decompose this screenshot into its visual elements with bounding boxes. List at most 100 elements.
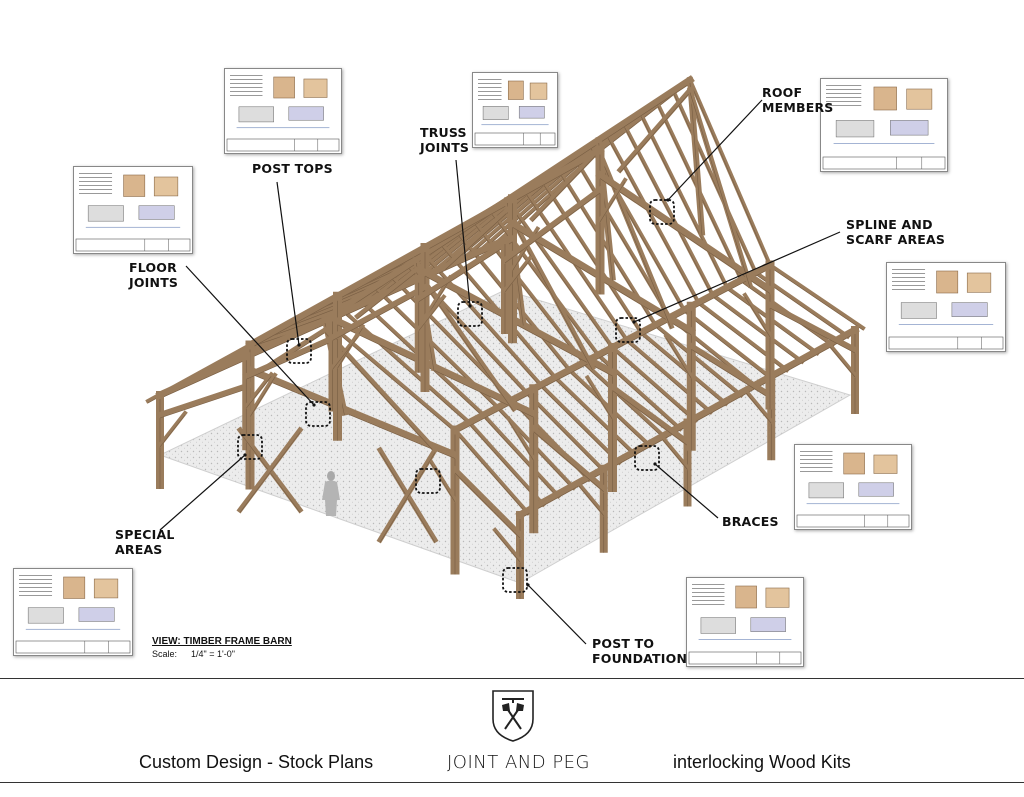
brace bbox=[415, 293, 447, 332]
x-brace bbox=[236, 426, 304, 514]
joint-marker bbox=[502, 567, 528, 593]
sheet-text-line bbox=[800, 467, 833, 468]
timber-member-edge bbox=[612, 390, 688, 446]
leader-line bbox=[667, 99, 763, 201]
sheet-spline-scarf bbox=[886, 262, 1006, 352]
timber-member-edge bbox=[540, 180, 642, 335]
sheet-title-block bbox=[688, 651, 802, 665]
leader-line bbox=[276, 181, 300, 346]
rafter bbox=[681, 307, 775, 382]
sheet-detail-block bbox=[153, 176, 179, 197]
sheet-text-line bbox=[892, 289, 926, 290]
timber-member-edge bbox=[619, 92, 691, 173]
sheet-detail-block bbox=[900, 302, 937, 319]
timber-member-edge bbox=[578, 485, 604, 516]
sheet-text-line bbox=[19, 583, 53, 584]
rafter bbox=[421, 251, 544, 388]
joint-marker bbox=[634, 445, 660, 471]
drawing-sheet-icon bbox=[888, 269, 1004, 350]
brace bbox=[827, 342, 858, 378]
rafter bbox=[609, 344, 699, 424]
joint-marker bbox=[615, 317, 641, 343]
sheet-text-line bbox=[478, 87, 502, 88]
sheet-truss-joints bbox=[472, 72, 558, 148]
view-title: VIEW: TIMBER FRAME BARN bbox=[152, 636, 292, 647]
leader-line bbox=[633, 231, 841, 323]
sheet-roof-members bbox=[820, 78, 948, 172]
rafter bbox=[552, 374, 638, 457]
sheet-text-line bbox=[800, 455, 833, 456]
leader-arrowhead bbox=[468, 304, 472, 308]
footer-brand-name: JOINT AND PEG bbox=[447, 752, 591, 773]
sheet-text-line bbox=[230, 79, 263, 80]
callout-special-areas: SPECIAL AREAS bbox=[115, 527, 175, 557]
timber-member-edge bbox=[357, 272, 417, 319]
rafter bbox=[452, 427, 531, 516]
sheet-detail-block bbox=[93, 578, 119, 599]
sheet-detail-block bbox=[529, 82, 548, 100]
leader-arrowhead bbox=[632, 320, 636, 324]
sheet-detail-block bbox=[966, 272, 992, 293]
scale-label: Scale: bbox=[152, 649, 178, 659]
joint-and-peg-shield-logo bbox=[492, 690, 534, 742]
drawing-sheet-icon bbox=[796, 451, 910, 528]
timber-member-edge bbox=[483, 416, 559, 499]
brace bbox=[157, 410, 188, 448]
drawing-sheet-icon bbox=[15, 575, 131, 654]
timber-member-edge bbox=[689, 82, 703, 236]
sheet-text-line bbox=[19, 595, 53, 596]
girt bbox=[500, 185, 605, 265]
callout-line: TRUSS bbox=[420, 125, 467, 140]
sheet-detail-block bbox=[858, 482, 894, 497]
truss-strut bbox=[686, 86, 754, 289]
timber-member-edge bbox=[418, 298, 444, 331]
sheet-detail-block bbox=[507, 80, 524, 100]
truss-strut bbox=[528, 146, 603, 223]
sheet-text-line bbox=[230, 83, 263, 84]
sheet-title-block bbox=[888, 336, 1004, 350]
brace bbox=[743, 388, 775, 425]
rafter bbox=[537, 175, 644, 336]
brace bbox=[742, 292, 773, 338]
rafter bbox=[638, 329, 729, 407]
sheet-detail-block bbox=[835, 120, 875, 138]
sheet-text-line bbox=[478, 99, 502, 100]
timber-member-edge bbox=[665, 338, 692, 379]
callout-line: BRACES bbox=[722, 514, 779, 529]
timber-member-edge bbox=[508, 420, 535, 461]
sheet-detail-block bbox=[735, 585, 757, 609]
brace bbox=[575, 480, 607, 517]
drawing-sheet-icon bbox=[75, 173, 191, 252]
timber-member-edge bbox=[337, 324, 534, 418]
timber-member-edge bbox=[533, 431, 604, 492]
timber-member-edge bbox=[494, 531, 521, 563]
girt bbox=[608, 383, 692, 447]
timber-member-edge bbox=[523, 190, 628, 343]
callout-roof-members: ROOF MEMBERS bbox=[762, 85, 834, 115]
sheet-text-line bbox=[19, 575, 53, 576]
brace bbox=[492, 527, 523, 563]
rafter bbox=[411, 191, 524, 285]
sheet-text-line bbox=[800, 463, 833, 464]
timber-member-edge bbox=[540, 386, 620, 465]
sheet-text-line bbox=[800, 451, 833, 452]
timber-member-edge bbox=[504, 192, 601, 264]
sheet-detail-block bbox=[936, 270, 959, 294]
timber-member-edge bbox=[639, 114, 728, 290]
rafter bbox=[504, 197, 616, 351]
sheet-title-block bbox=[796, 514, 910, 528]
timber-member-edge bbox=[246, 376, 272, 409]
timber-member-edge bbox=[507, 212, 593, 371]
x-brace bbox=[376, 446, 439, 544]
sheet-detail-block bbox=[808, 482, 844, 499]
sheet-title-block bbox=[75, 238, 191, 252]
sheet-floor-joints bbox=[73, 166, 193, 254]
callout-line: FLOOR bbox=[129, 260, 177, 275]
sheet-text-line bbox=[892, 277, 926, 278]
truss-strut bbox=[353, 266, 420, 320]
drawing-sheet-icon bbox=[474, 79, 556, 146]
rafter bbox=[623, 337, 714, 415]
timber-member-edge bbox=[640, 334, 727, 406]
timber-member-edge bbox=[626, 341, 711, 415]
sheet-detail-block bbox=[123, 174, 146, 197]
